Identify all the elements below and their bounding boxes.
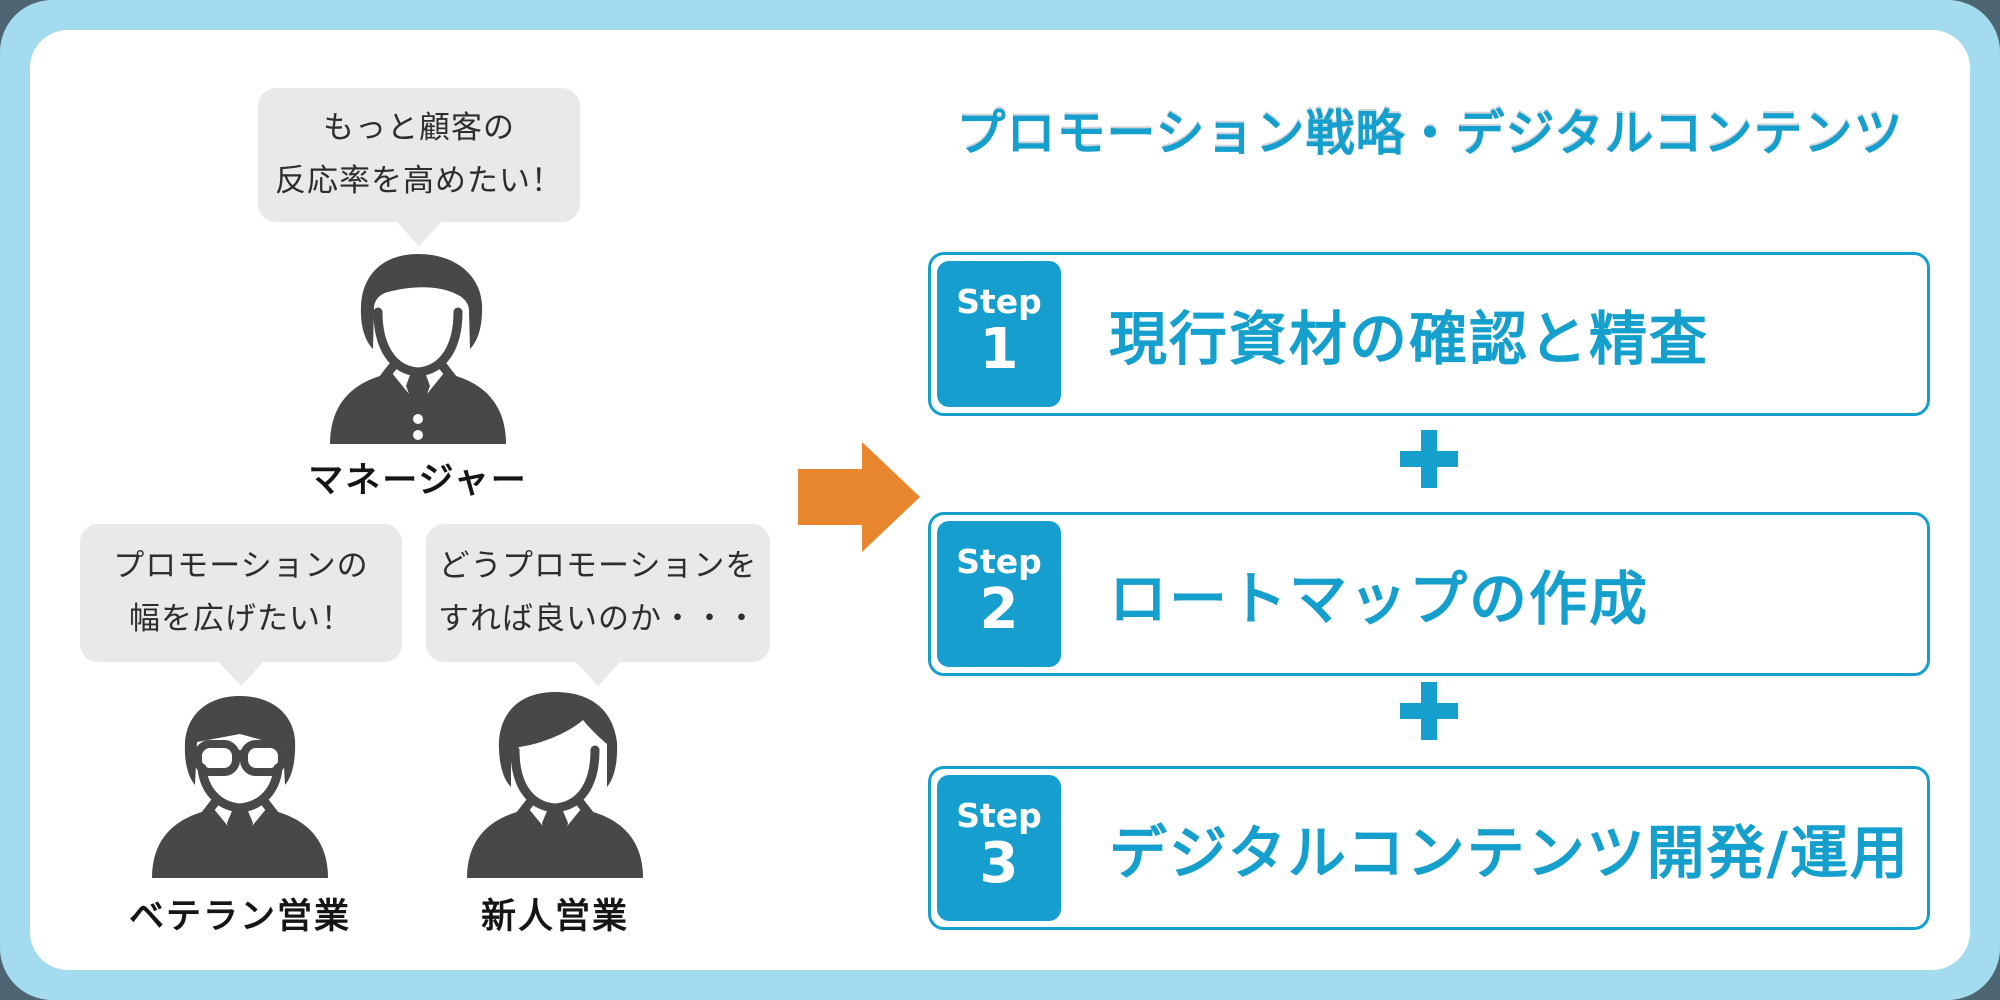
bubble-line: どうプロモーションを	[438, 547, 758, 584]
section-title: プロモーション戦略・デジタルコンテンツ	[956, 105, 1904, 162]
veteran-sales-icon	[138, 686, 342, 878]
step-2-card: Step 2 ロートマップの作成	[928, 512, 1930, 676]
step-3-text: デジタルコンテンツ開発/運用	[1109, 819, 1910, 887]
step-badge-number: 1	[979, 317, 1019, 383]
plus-icon	[1400, 430, 1458, 488]
step-2-badge: Step 2	[937, 521, 1061, 667]
bubble-tail	[217, 660, 265, 686]
step-1-text: 現行資材の確認と精査	[1109, 305, 1710, 373]
bubble-line: すれば良いのか・・・	[438, 601, 758, 637]
bubble-tail	[574, 660, 622, 686]
new-sales-icon	[453, 686, 657, 878]
step-badge-number: 3	[979, 831, 1019, 897]
plus-connector-2	[928, 682, 1930, 740]
step-1-card: Step 1 現行資材の確認と精査	[928, 252, 1930, 416]
bubble-line: もっと顧客の	[323, 109, 515, 146]
bubble-line: 反応率を高めたい！	[275, 163, 563, 199]
bubble-line: プロモーションの	[113, 547, 369, 584]
step-badge-label: Step	[956, 796, 1042, 836]
speech-bubble-veteran: プロモーションの 幅を広げたい！	[80, 524, 402, 686]
step-3-card: Step 3 デジタルコンテンツ開発/運用	[928, 766, 1930, 930]
step-badge-label: Step	[956, 542, 1042, 582]
veteran-sales-label: ベテラン営業	[128, 897, 351, 937]
bubble-tail	[395, 220, 443, 246]
step-3-badge: Step 3	[937, 775, 1061, 921]
step-badge-label: Step	[956, 282, 1042, 322]
manager-label: マネージャー	[308, 461, 528, 501]
right-arrow-icon	[798, 440, 922, 558]
speech-bubble-newbie: どうプロモーションを すれば良いのか・・・	[426, 524, 770, 686]
step-badge-number: 2	[979, 577, 1019, 643]
plus-icon	[1400, 682, 1458, 740]
speech-bubble-manager: もっと顧客の 反応率を高めたい！	[258, 88, 580, 246]
manager-icon	[316, 246, 520, 444]
step-2-text: ロートマップの作成	[1109, 565, 1650, 633]
step-1-badge: Step 1	[937, 261, 1061, 407]
bubble-line: 幅を広げたい！	[129, 601, 353, 637]
new-sales-label: 新人営業	[480, 897, 629, 937]
plus-connector-1	[928, 430, 1930, 488]
